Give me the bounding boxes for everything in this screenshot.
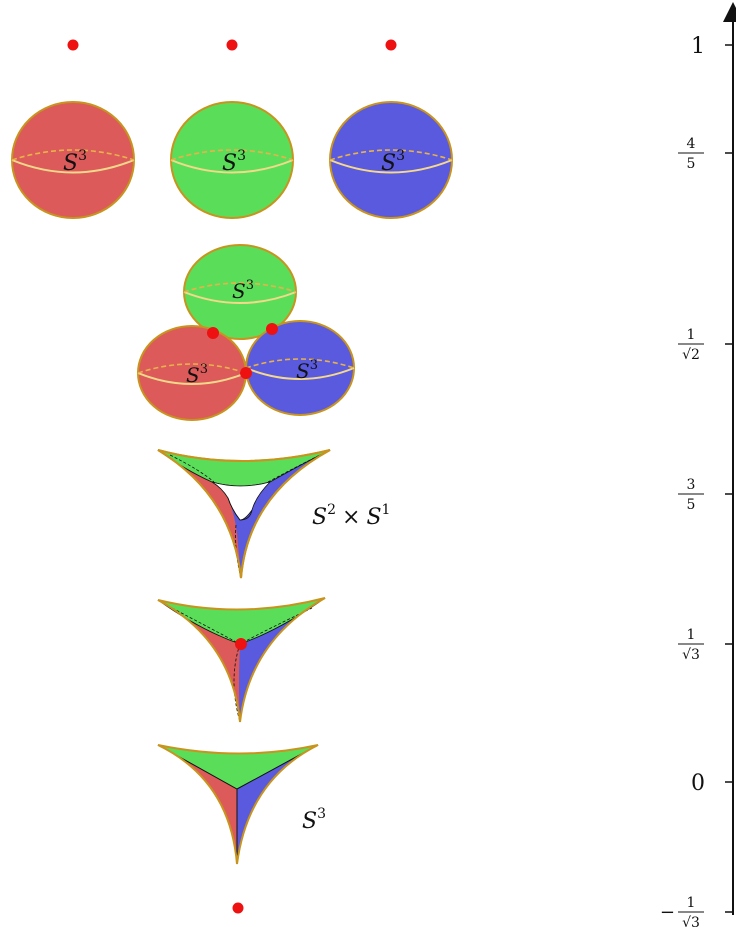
critical-point-dot — [207, 327, 219, 339]
pinched-shape — [157, 597, 326, 723]
product-label-b: S — [366, 505, 381, 530]
svg-text:S3: S3 — [186, 362, 208, 387]
axis-tick-numerator: 1 — [687, 327, 696, 343]
sphere-label: S — [381, 151, 396, 176]
svg-text:S3: S3 — [381, 148, 405, 176]
bottom-sphere-label: S — [302, 809, 317, 834]
product-label-b-exp: 1 — [382, 502, 391, 518]
sphere-label-exp: 3 — [237, 148, 246, 164]
sphere-blue: S3 — [329, 101, 453, 219]
critical-point-dot — [240, 367, 252, 379]
sphere-label-exp: 3 — [310, 358, 318, 373]
sphere-label: S — [232, 279, 246, 303]
axis-tick-denominator: √3 — [682, 915, 700, 927]
svg-text:S2×S1: S2×S1 — [312, 502, 390, 530]
svg-text:S3: S3 — [232, 278, 254, 303]
critical-point-dot — [235, 638, 247, 650]
critical-point-dot — [232, 902, 244, 914]
sphere-green: S3 — [170, 101, 294, 219]
axis-tick-numerator: 1 — [687, 627, 696, 643]
bottom-sphere-label-exp: 3 — [317, 806, 326, 822]
critical-point-dot — [67, 39, 79, 51]
sphere-label-exp: 3 — [396, 148, 405, 164]
sphere-label: S — [222, 151, 237, 176]
svg-text:S3: S3 — [222, 148, 246, 176]
axis-tick-denominator: 5 — [687, 156, 696, 172]
axis-tick-numerator: 1 — [687, 895, 696, 911]
torus-like-shape: S2×S1 — [157, 449, 390, 579]
svg-text:S3: S3 — [302, 806, 326, 834]
sphere-label-exp: 3 — [78, 148, 87, 164]
touching-spheres: S3 S3 S3 — [137, 244, 355, 421]
axis-tick-numerator: 3 — [687, 477, 696, 493]
sphere-label-exp: 3 — [200, 362, 208, 377]
sphere-label: S — [186, 363, 200, 387]
tetra-shape: S3 — [157, 744, 326, 865]
sphere-label: S — [63, 151, 78, 176]
times-symbol: × — [342, 505, 360, 530]
svg-text:S3: S3 — [296, 358, 318, 383]
critical-point-dot — [385, 39, 397, 51]
product-label-a-exp: 2 — [327, 502, 336, 518]
axis-tick-label: 1 — [691, 34, 705, 59]
axis-tick-denominator: √2 — [682, 347, 700, 363]
critical-point-dot — [266, 323, 278, 335]
axis-tick-denominator: 5 — [687, 497, 696, 513]
axis-tick-numerator: 4 — [687, 136, 696, 152]
axis-tick-sign: − — [660, 902, 675, 923]
axis-tick-label: 0 — [691, 771, 705, 796]
critical-point-dot — [226, 39, 238, 51]
sphere-red: S3 — [11, 101, 135, 219]
svg-text:S3: S3 — [63, 148, 87, 176]
product-label-a: S — [312, 505, 327, 530]
sphere-label: S — [296, 359, 310, 383]
sphere-label-exp: 3 — [246, 278, 254, 293]
axis-tick-denominator: √3 — [682, 647, 700, 663]
